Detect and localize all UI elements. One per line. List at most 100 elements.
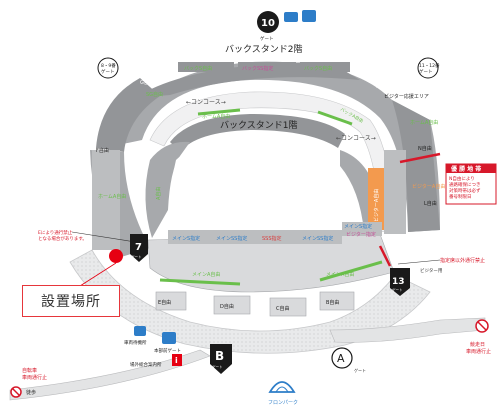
gate-10-sub: ゲート bbox=[260, 35, 274, 42]
alert-body-line: 番号制限日 bbox=[449, 193, 472, 200]
info-icon-glyph: i bbox=[175, 356, 178, 365]
install-leader bbox=[79, 262, 117, 287]
gate-7[interactable]: 7 ゲート bbox=[130, 234, 148, 262]
label-home-a-right: ホームA自由 bbox=[410, 119, 438, 126]
gate-11-12-label: 11・12番 ゲート bbox=[419, 62, 441, 75]
upper-ring bbox=[118, 61, 440, 232]
gate-8-9-label: 8・9番 ゲート bbox=[101, 62, 117, 75]
no-entry-left-label: 徒歩 bbox=[26, 389, 36, 396]
park-label: フロンパーク bbox=[268, 400, 298, 406]
label-visitor-ss: ビジター指定 bbox=[346, 231, 376, 238]
gate-10-icon-1 bbox=[284, 12, 298, 22]
home-a-strip-top bbox=[197, 108, 241, 116]
sub-building-c bbox=[269, 297, 307, 317]
gate-10-number: 10 bbox=[261, 18, 275, 29]
no-entry-right bbox=[475, 319, 489, 333]
gate-7-sub: ゲート bbox=[131, 254, 142, 259]
label-backstand-2f: バックスタンド2階 bbox=[225, 44, 302, 55]
gate-a-letter: A bbox=[337, 352, 345, 365]
back-s-seat-2f bbox=[178, 62, 234, 72]
label-sg-free: SG自由 bbox=[146, 91, 163, 98]
visitor-right-label: ビジター用 bbox=[420, 267, 442, 274]
sss-seat bbox=[258, 230, 298, 244]
gate-11-12[interactable]: 11・12番 ゲート bbox=[417, 57, 441, 79]
label-main-a-right: メインA自由 bbox=[326, 271, 354, 278]
note-left: Eにより通行禁止 となる場合があります。 bbox=[38, 229, 87, 242]
label-l-free: L自由 bbox=[424, 200, 437, 207]
back-1f-seats bbox=[170, 114, 345, 152]
label-c-free: C自由 bbox=[276, 305, 290, 312]
gate-b-letter: B bbox=[215, 349, 224, 363]
label-back-ss: バックSS指定 bbox=[242, 65, 273, 72]
label-back-s: バックS自由 bbox=[184, 65, 212, 72]
label-b-free: B自由 bbox=[326, 299, 339, 306]
label-backstand-1f: バックスタンド1階 bbox=[220, 120, 297, 131]
gate-b[interactable]: B ゲート bbox=[210, 344, 232, 374]
main-s-right-seat bbox=[342, 222, 382, 236]
back-a-diag-strip bbox=[317, 110, 353, 126]
label-g-free: G自由 bbox=[140, 79, 154, 86]
label-k-free: K自由 bbox=[376, 83, 389, 90]
alert-body-line: 対策時帯は必ず bbox=[449, 187, 481, 194]
park-icon bbox=[268, 381, 296, 393]
install-location-marker bbox=[109, 249, 123, 263]
gate-13-number: 13 bbox=[392, 277, 405, 287]
alert-title: 優 勝 地 帯 bbox=[450, 165, 481, 173]
label-visitor-a: ビジターA自由 bbox=[373, 189, 380, 222]
gate-8-9[interactable]: 8・9番 ゲート bbox=[97, 57, 119, 79]
gate-13[interactable]: 13 ゲート bbox=[390, 268, 410, 296]
alert-body-line: N自由により bbox=[449, 175, 475, 182]
gate-a[interactable]: A ゲート bbox=[331, 347, 366, 373]
right-inner-column bbox=[384, 150, 406, 234]
label-concourse-left: ←コンコース→ bbox=[186, 99, 226, 106]
label-main-s-right: メインS指定 bbox=[344, 223, 372, 230]
label-main-s-left: メインS指定 bbox=[172, 235, 200, 242]
left-upper-stand bbox=[96, 78, 160, 152]
alert-body: N自由により 通路確保につき 対策時帯は必ず 番号制限日 bbox=[449, 175, 482, 200]
label-j-free: J自由 bbox=[351, 65, 363, 72]
field bbox=[171, 140, 356, 234]
label-main-a-left: メインA自由 bbox=[192, 271, 220, 278]
alert-body-line: 通路確保につき bbox=[449, 181, 481, 188]
main-s-left-seat bbox=[168, 230, 212, 244]
label-concourse-right: ←コンコース→ bbox=[336, 135, 376, 142]
sub-building-e bbox=[155, 291, 187, 311]
visitor-column bbox=[368, 168, 384, 230]
install-location-label: 設置場所 bbox=[41, 294, 101, 310]
tent-label: 本部前ゲート bbox=[154, 347, 181, 354]
main-a-strip-left bbox=[159, 278, 241, 286]
label-sss: SSS指定 bbox=[262, 235, 282, 242]
alert-title-bar bbox=[446, 164, 496, 173]
label-visitor-area: ビジター応援エリア bbox=[384, 93, 429, 100]
left-pillar bbox=[92, 150, 120, 250]
info-icon bbox=[172, 354, 182, 366]
inner-ring bbox=[145, 141, 190, 238]
tent-icon bbox=[162, 332, 176, 344]
note-right-leader bbox=[397, 259, 441, 265]
label-main-ss-left: メインSS指定 bbox=[216, 235, 247, 242]
gate-a-sub: ゲート bbox=[354, 367, 366, 373]
sub-building-d bbox=[213, 295, 251, 315]
sub-building-b bbox=[319, 291, 355, 311]
gate-b-sub: ゲート bbox=[212, 364, 223, 369]
main-ss-right-seat bbox=[298, 230, 342, 244]
red-marker-right-top bbox=[399, 152, 441, 164]
label-f-free: F自由 bbox=[96, 147, 109, 154]
back-s-seat-2f-right bbox=[300, 62, 350, 72]
main-a-strip-right bbox=[319, 260, 383, 282]
gate-10[interactable]: 10 ゲート bbox=[257, 11, 279, 42]
label-e-free: E自由 bbox=[158, 299, 171, 306]
label-home-a-left: ホームA自由 bbox=[98, 193, 126, 200]
back-ss-seat-2f bbox=[238, 62, 296, 72]
no-entry-left bbox=[10, 386, 22, 398]
label-a-free-left: A自由 bbox=[155, 187, 162, 200]
walkway-left bbox=[9, 349, 211, 401]
label-home-a-top: ホームA自由 bbox=[202, 113, 230, 120]
left-pass-label: 自転車 車両通行止 bbox=[22, 367, 47, 381]
gate-7-number: 7 bbox=[135, 242, 142, 253]
label-main-ss-right: メインSS指定 bbox=[302, 235, 333, 242]
gate-13-sub: ゲート bbox=[392, 287, 403, 292]
bus-icon bbox=[134, 326, 146, 336]
